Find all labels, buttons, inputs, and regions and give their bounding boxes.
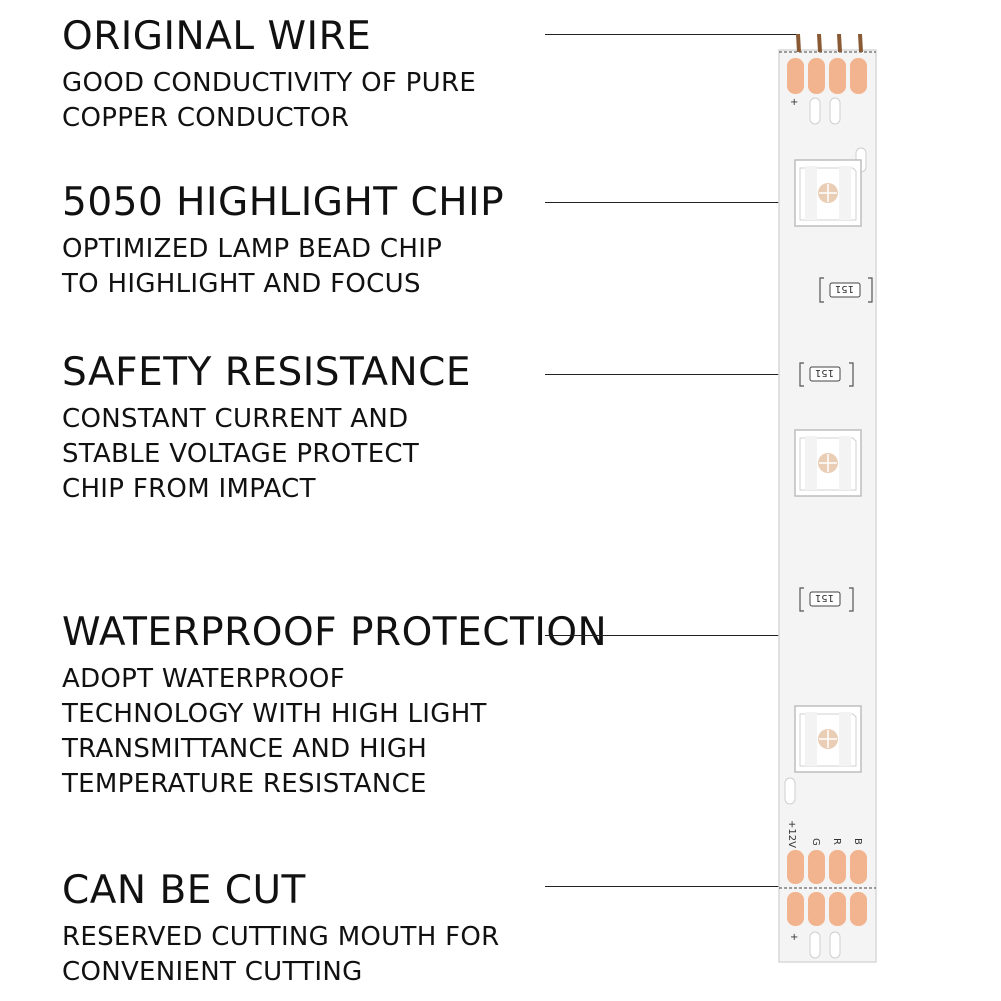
copper-pad <box>808 892 825 926</box>
resistor-2: 151 <box>799 362 854 387</box>
resistor-3: 151 <box>799 587 854 612</box>
plus-mark-bottom: + <box>790 932 798 943</box>
description-line: RESERVED CUTTING MOUTH FOR <box>62 922 500 952</box>
resistor-code: 151 <box>815 367 834 378</box>
copper-pad <box>850 850 867 884</box>
description-line: TRANSMITTANCE AND HIGH <box>62 734 428 764</box>
contact-pin <box>809 97 821 125</box>
feature-title: SAFETY RESISTANCE <box>62 350 472 395</box>
copper-pad <box>787 850 804 884</box>
description-line: CHIP FROM IMPACT <box>62 474 316 504</box>
pad-label-r: R <box>831 838 842 845</box>
led-chip-2 <box>794 429 862 497</box>
cut-point-pads-lower <box>787 892 867 926</box>
plus-mark-top: + <box>790 97 798 108</box>
pad-label-12v: +12V <box>786 820 797 848</box>
copper-pad <box>829 58 846 94</box>
description-line: GOOD CONDUCTIVITY OF PURE <box>62 68 477 98</box>
feature-original-wire: ORIGINAL WIRE GOOD CONDUCTIVITY OF PURE … <box>62 14 476 136</box>
resistor-code: 151 <box>815 592 834 603</box>
description-line: STABLE VOLTAGE PROTECT <box>62 439 420 469</box>
feature-description: RESERVED CUTTING MOUTH FOR CONVENIENT CU… <box>62 920 500 990</box>
feature-safety-resistance: SAFETY RESISTANCE CONSTANT CURRENT AND S… <box>62 350 471 507</box>
feature-description: OPTIMIZED LAMP BEAD CHIP TO HIGHLIGHT AN… <box>62 232 504 302</box>
feature-title: WATERPROOF PROTECTION <box>62 610 608 655</box>
description-line: TEMPERATURE RESISTANCE <box>62 769 427 799</box>
feature-description: GOOD CONDUCTIVITY OF PURE COPPER CONDUCT… <box>62 66 476 136</box>
led-chip-1 <box>794 159 862 227</box>
copper-pad <box>850 892 867 926</box>
leader-line-can-be-cut <box>545 886 870 887</box>
leader-line-original-wire <box>545 34 800 35</box>
pad-label-g: G <box>810 838 821 846</box>
description-line: TO HIGHLIGHT AND FOCUS <box>62 269 421 299</box>
leader-line-highlight-chip <box>545 202 795 203</box>
description-line: COPPER CONDUCTOR <box>62 103 350 133</box>
contact-pin <box>809 931 821 959</box>
contact-pin <box>784 777 796 805</box>
copper-pad <box>808 58 825 94</box>
feature-waterproof-protection: WATERPROOF PROTECTION ADOPT WATERPROOF T… <box>62 610 607 802</box>
resistor-code: 151 <box>835 283 854 294</box>
led-chip-3 <box>794 705 862 773</box>
wire-1 <box>796 34 801 52</box>
leader-line-safety-resistance <box>545 374 797 375</box>
feature-title: CAN BE CUT <box>62 868 306 913</box>
copper-pad <box>808 850 825 884</box>
description-line: ADOPT WATERPROOF <box>62 664 345 694</box>
feature-description: ADOPT WATERPROOF TECHNOLOGY WITH HIGH LI… <box>62 662 607 802</box>
copper-pad <box>829 850 846 884</box>
feature-description: CONSTANT CURRENT AND STABLE VOLTAGE PROT… <box>62 402 471 507</box>
wire-2 <box>817 34 822 52</box>
leader-line-waterproof-protection <box>545 635 795 636</box>
wire-4 <box>858 34 863 52</box>
description-line: OPTIMIZED LAMP BEAD CHIP <box>62 234 443 264</box>
cut-point-pads-upper <box>787 850 867 884</box>
description-line: CONVENIENT CUTTING <box>62 957 363 987</box>
top-copper-pads <box>787 58 867 94</box>
wire-3 <box>837 34 842 52</box>
pad-labels: +12V G R B <box>786 820 863 848</box>
contact-pin <box>829 97 841 125</box>
feature-title: 5050 HIGHLIGHT CHIP <box>62 180 505 225</box>
copper-pad <box>787 58 804 94</box>
contact-pin <box>829 931 841 959</box>
copper-wires <box>796 34 863 52</box>
feature-title: ORIGINAL WIRE <box>62 14 372 59</box>
feature-highlight-chip: 5050 HIGHLIGHT CHIP OPTIMIZED LAMP BEAD … <box>62 180 504 302</box>
feature-can-be-cut: CAN BE CUT RESERVED CUTTING MOUTH FOR CO… <box>62 868 500 990</box>
pad-label-b: B <box>852 838 863 845</box>
copper-pad <box>829 892 846 926</box>
copper-pad <box>787 892 804 926</box>
description-line: TECHNOLOGY WITH HIGH LIGHT <box>62 699 487 729</box>
description-line: CONSTANT CURRENT AND <box>62 404 409 434</box>
copper-pad <box>850 58 867 94</box>
resistor-1: 151 <box>819 277 873 303</box>
